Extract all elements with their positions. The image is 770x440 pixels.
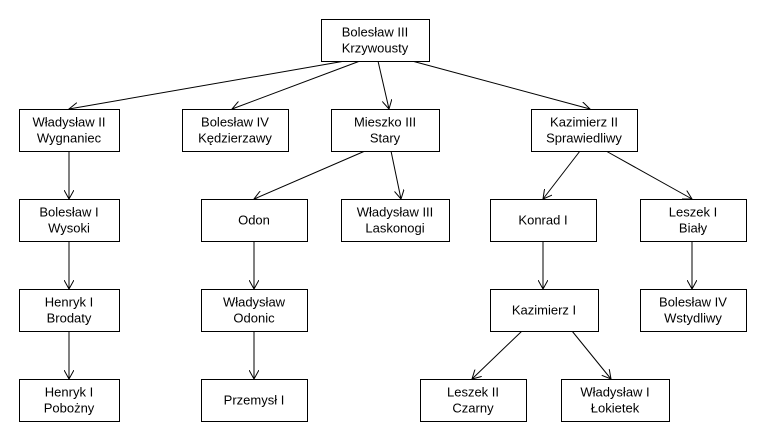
node-kazimierz1: Kazimierz I xyxy=(490,289,599,332)
node-konrad1: Konrad I xyxy=(490,199,597,242)
node-label-line: Odonic xyxy=(233,311,275,326)
node-label-line: Henryk I xyxy=(45,385,93,400)
node-label-line: Leszek II xyxy=(447,385,499,400)
node-box xyxy=(19,379,120,422)
node-label-line: Kędzierzawy xyxy=(198,131,272,146)
node-label-line: Wygnaniec xyxy=(37,131,102,146)
node-label-line: Bolesław I xyxy=(39,205,98,220)
node-box xyxy=(201,379,308,422)
node-box xyxy=(640,289,747,332)
node-label-line: Władysław xyxy=(223,295,286,310)
node-label-line: Czarny xyxy=(452,401,494,416)
edge-kazimierz1-to-leszek2 xyxy=(472,330,523,379)
node-box xyxy=(490,289,599,332)
node-box xyxy=(321,19,430,62)
node-label-line: Bolesław IV xyxy=(659,295,727,310)
node-label-line: Bolesław IV xyxy=(201,115,269,130)
node-label-line: Pobożny xyxy=(44,401,95,416)
node-label-line: Konrad I xyxy=(518,213,567,228)
node-box xyxy=(19,109,120,152)
node-label-line: Bolesław III xyxy=(342,25,408,40)
node-box xyxy=(341,199,450,242)
node-label-line: Biały xyxy=(679,221,708,236)
edge-boleslaw3-to-wladyslaw2 xyxy=(69,60,346,109)
edge-boleslaw3-to-boleslaw4k xyxy=(232,60,361,109)
node-label-line: Łokietek xyxy=(591,401,640,416)
edge-mieszko3-to-odon xyxy=(254,150,366,199)
node-box xyxy=(561,379,670,422)
node-label-line: Stary xyxy=(370,131,401,146)
edge-kazimierz2-to-leszek1 xyxy=(605,150,692,199)
node-odon: Odon xyxy=(201,199,308,242)
node-box xyxy=(420,379,527,422)
node-label-line: Przemysł I xyxy=(224,393,285,408)
node-box xyxy=(182,109,289,152)
edge-boleslaw3-to-kazimierz2 xyxy=(411,60,590,109)
edge-boleslaw3-to-mieszko3 xyxy=(377,60,389,109)
node-box xyxy=(201,289,308,332)
node-box xyxy=(490,199,597,242)
node-label-line: Krzywousty xyxy=(342,41,409,56)
node-label-line: Leszek I xyxy=(669,205,717,220)
node-box xyxy=(640,199,747,242)
node-label-line: Laskonogi xyxy=(365,221,424,236)
node-label-line: Kazimierz I xyxy=(512,303,576,318)
node-box xyxy=(19,199,120,242)
node-label-line: Władysław II xyxy=(33,115,106,130)
node-label-line: Sprawiedliwy xyxy=(546,131,622,146)
node-label-line: Kazimierz II xyxy=(550,115,618,130)
edge-mieszko3-to-wladyslaw3 xyxy=(390,150,401,199)
node-box xyxy=(19,289,120,332)
node-box xyxy=(531,109,638,152)
node-label-line: Henryk I xyxy=(45,295,93,310)
node-label-line: Wstydliwy xyxy=(664,311,722,326)
node-box xyxy=(201,199,308,242)
node-label-line: Wysoki xyxy=(48,221,90,236)
node-label-line: Władysław III xyxy=(357,205,434,220)
node-box xyxy=(331,109,440,152)
edge-kazimierz1-to-wladyslaw1 xyxy=(571,330,611,379)
node-przemysl1: Przemysł I xyxy=(201,379,308,422)
edges-layer xyxy=(69,60,692,379)
node-label-line: Brodaty xyxy=(47,311,92,326)
node-label-line: Mieszko III xyxy=(354,115,416,130)
node-label-line: Odon xyxy=(238,213,270,228)
edge-kazimierz2-to-konrad1 xyxy=(543,150,581,199)
node-label-line: Władysław I xyxy=(580,385,649,400)
